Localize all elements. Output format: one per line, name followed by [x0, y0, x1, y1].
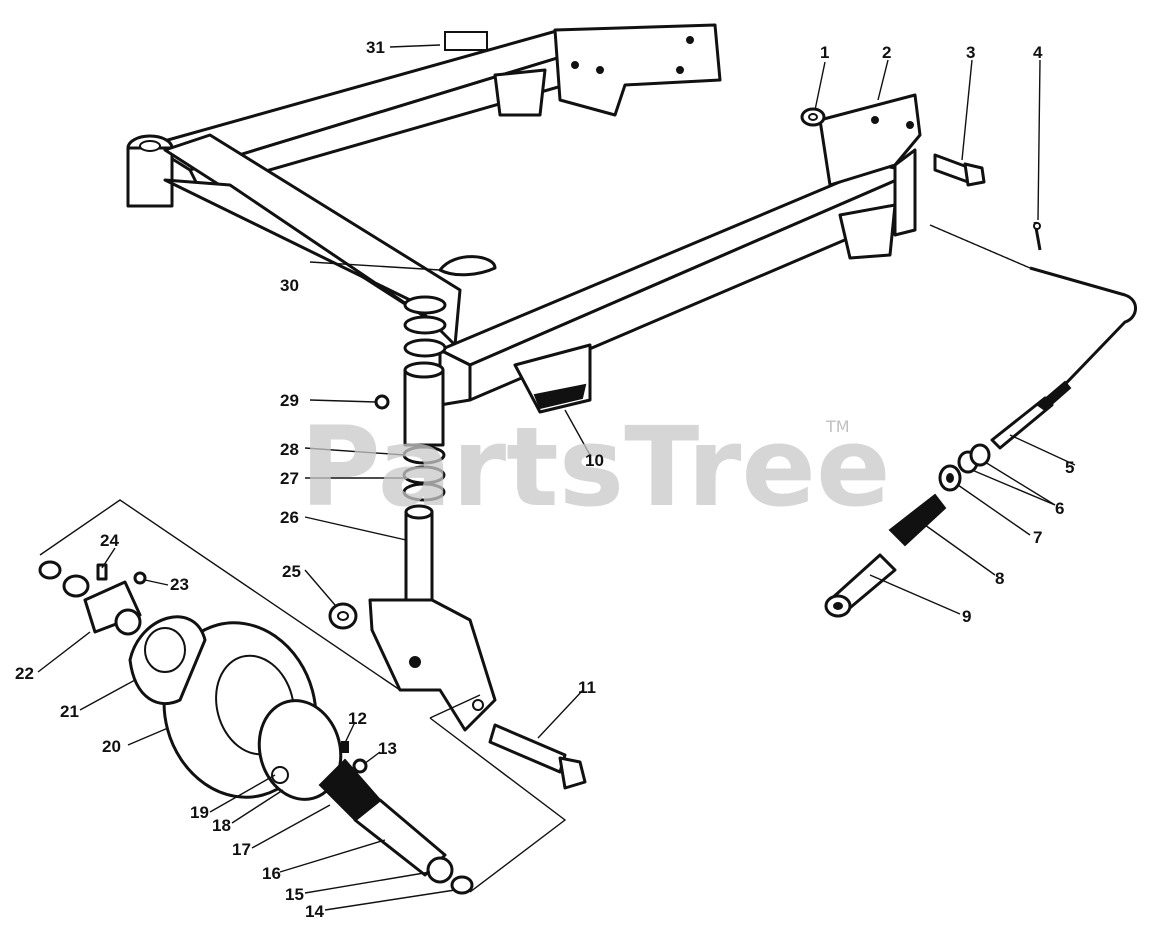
callout-6: 6: [1055, 499, 1064, 518]
callout-20: 20: [102, 737, 121, 756]
callout-22: 22: [15, 664, 34, 683]
callout-4: 4: [1033, 43, 1043, 62]
callout-18: 18: [212, 816, 231, 835]
callout-7: 7: [1033, 528, 1042, 547]
watermark-text: PartsTree: [300, 403, 891, 531]
callout-16: 16: [262, 864, 281, 883]
callout-21: 21: [60, 702, 79, 721]
callout-12: 12: [348, 709, 367, 728]
part-1-nut: [800, 107, 826, 127]
callout-30: 30: [280, 276, 299, 295]
callout-8: 8: [995, 569, 1004, 588]
callout-3: 3: [966, 43, 975, 62]
leader-lines: [37, 44, 1076, 911]
callout-26: 26: [280, 508, 299, 527]
callout-25: 25: [282, 562, 301, 581]
callout-27: 27: [280, 469, 299, 488]
callout-1: 1: [820, 43, 829, 62]
callout-31: 31: [366, 38, 385, 57]
callout-19: 19: [190, 803, 209, 822]
callout-17: 17: [232, 840, 251, 859]
callout-29: 29: [280, 391, 299, 410]
frame-assembly: [126, 23, 922, 414]
callout-23: 23: [170, 575, 189, 594]
part-11-bolt: [488, 723, 587, 790]
spindle-stack: [328, 255, 497, 732]
callout-10: 10: [585, 451, 604, 470]
callout-28: 28: [280, 440, 299, 459]
callout-5: 5: [1065, 458, 1074, 477]
wheel-assembly: [38, 560, 474, 895]
part-3-bolt: [933, 153, 986, 187]
watermark-trademark: TM: [825, 417, 850, 436]
callout-9: 9: [962, 607, 971, 626]
assembly-guide-lines: [39, 499, 567, 893]
callout-2: 2: [882, 43, 891, 62]
callout-13: 13: [378, 739, 397, 758]
callout-24: 24: [100, 531, 119, 550]
callout-15: 15: [285, 885, 304, 904]
callout-labels: 31 1 2 3 4 30 29 28 27 26 25 10 5 6 7 8 …: [15, 38, 1074, 921]
callout-14: 14: [305, 902, 324, 921]
spring-assembly: [824, 380, 1072, 618]
callout-11: 11: [578, 678, 596, 697]
part-4-pin-and-rod: [929, 221, 1137, 402]
